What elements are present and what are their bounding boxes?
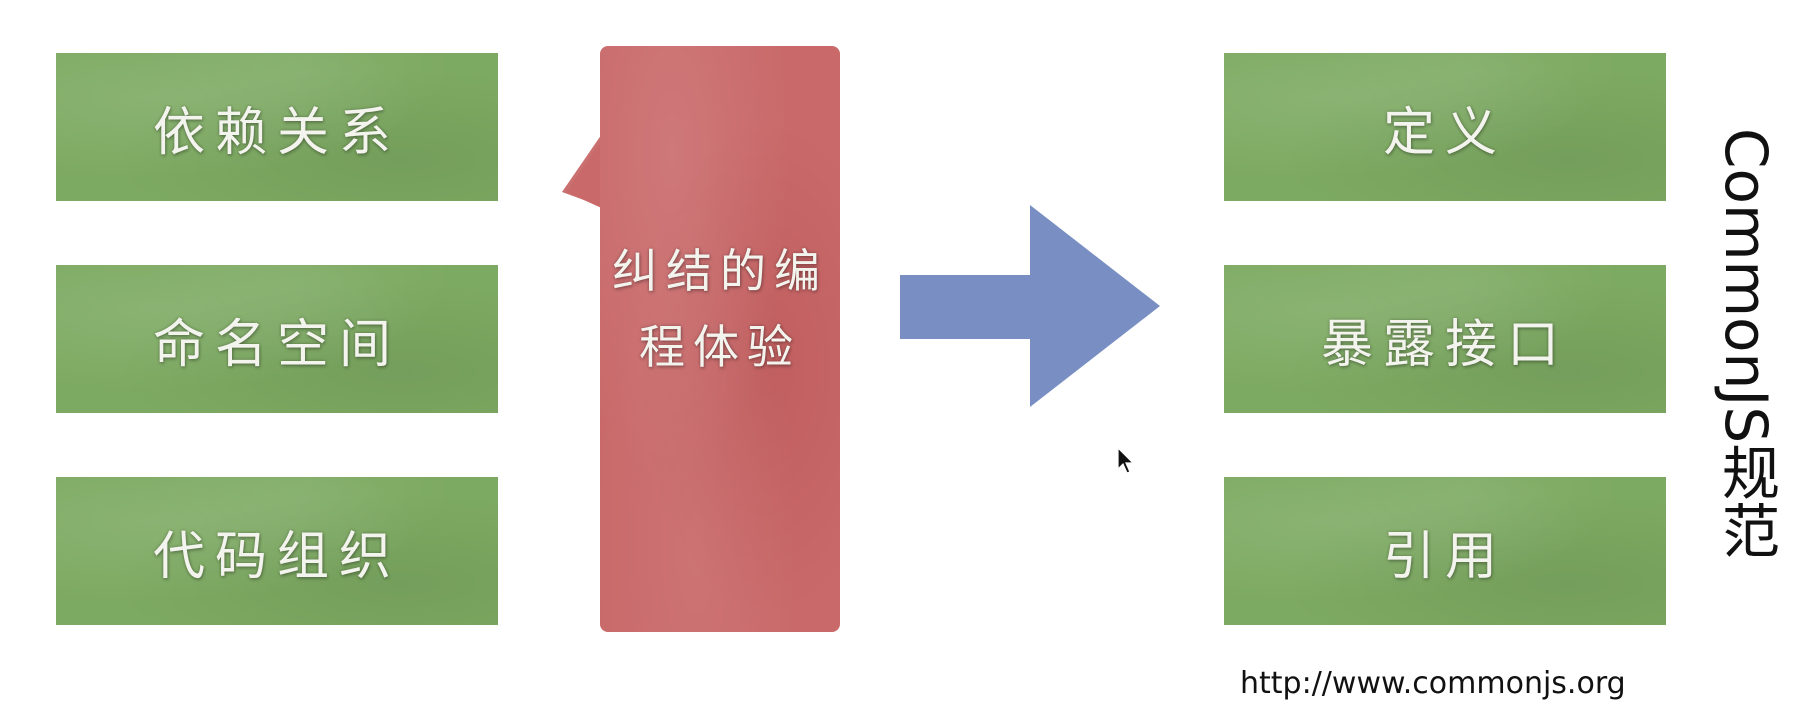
mouse-cursor-icon <box>1117 447 1135 474</box>
right-box-expose-interface: 暴露接口 <box>1224 265 1666 413</box>
left-box-code-organization: 代码组织 <box>56 477 498 625</box>
right-box-label: 定义 <box>1382 102 1507 163</box>
left-box-label: 命名空间 <box>152 314 401 375</box>
right-box-definition: 定义 <box>1224 53 1666 201</box>
left-box-label: 代码组织 <box>152 526 401 587</box>
right-box-reference: 引用 <box>1224 477 1666 625</box>
left-box-namespace: 命名空间 <box>56 265 498 413</box>
commonjs-spec-title: CommonJS规范 <box>1712 128 1780 560</box>
right-box-label: 引用 <box>1382 526 1507 587</box>
right-arrow-icon <box>900 205 1160 407</box>
speech-bubble-line-1: 纠结的编 <box>612 244 828 298</box>
left-box-dependencies: 依赖关系 <box>56 53 498 201</box>
speech-bubble-tail-shape <box>566 134 606 208</box>
speech-bubble: 纠结的编 程体验 <box>562 46 842 632</box>
speech-bubble-line-2: 程体验 <box>639 320 801 374</box>
left-box-label: 依赖关系 <box>152 102 401 163</box>
right-box-label: 暴露接口 <box>1320 314 1569 375</box>
commonjs-url: http://www.commonjs.org <box>1240 666 1626 701</box>
speech-bubble-body: 纠结的编 程体验 <box>600 46 840 632</box>
